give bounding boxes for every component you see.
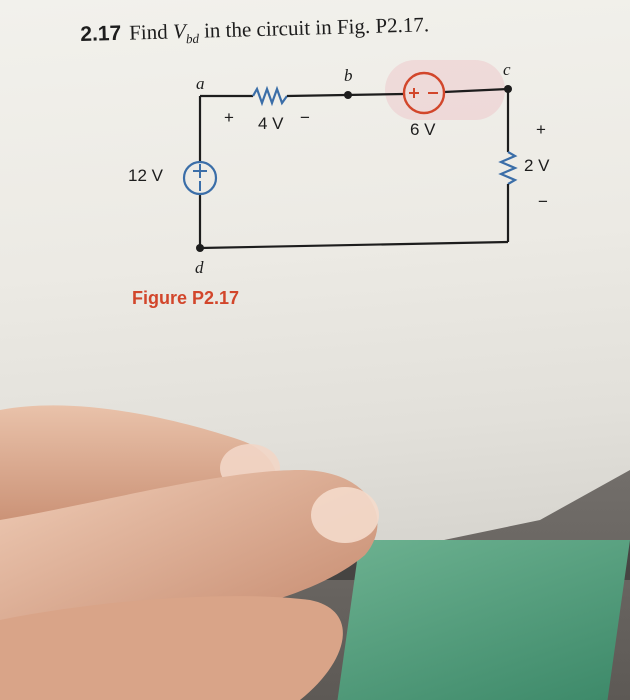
wire-bottom: [199, 240, 509, 250]
node-c-dot: [504, 85, 512, 93]
source-6v-label: 6 V: [410, 120, 436, 139]
resistor-4v-label: 4 V: [258, 114, 284, 133]
resistor-4v-minus: −: [300, 108, 310, 127]
finger-middle: [0, 470, 378, 640]
finger-bottom: [0, 596, 343, 700]
resistor-2v-plus: +: [536, 120, 546, 139]
fingernail-middle: [311, 487, 379, 543]
source-12v-label: 12 V: [128, 166, 163, 185]
node-b-dot: [344, 91, 352, 99]
resistor-2v-label: 2 V: [524, 156, 550, 175]
node-d-label: d: [195, 258, 204, 277]
node-b-label: b: [344, 66, 353, 85]
resistor-4v-plus: +: [224, 108, 234, 127]
resistor-4v-symbol: [252, 85, 288, 107]
node-c-label: c: [503, 60, 511, 79]
circuit-diagram: [182, 71, 518, 252]
source-12v-symbol: [182, 160, 218, 196]
source-6v-symbol: [402, 71, 446, 115]
figure-caption: Figure P2.17: [132, 288, 240, 308]
node-d-dot: [196, 244, 204, 252]
resistor-2v-symbol: [498, 151, 518, 185]
node-a-label: a: [196, 74, 205, 93]
wire-top-right: [443, 87, 509, 94]
resistor-2v-minus: −: [538, 192, 548, 211]
